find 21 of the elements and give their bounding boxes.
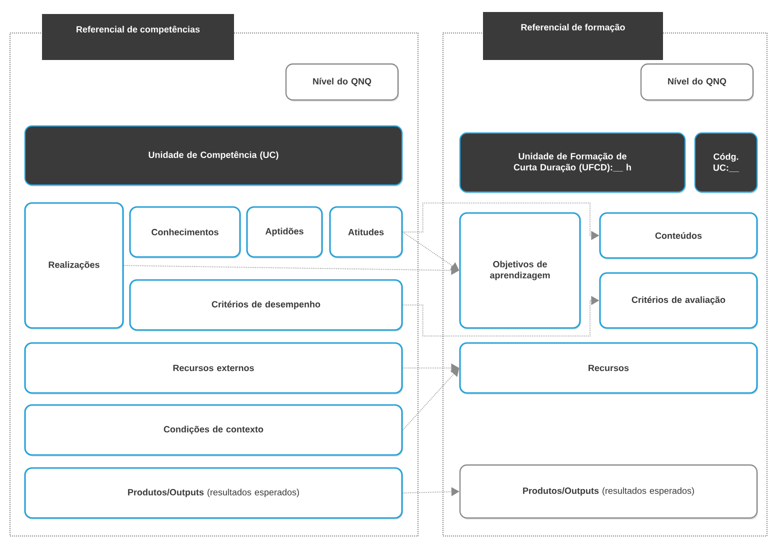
content-box: Conhecimentos [129, 206, 241, 258]
content-box: Produtos/Outputs (resultados esperados) [24, 467, 403, 520]
content-box: Condições de contexto [24, 404, 403, 456]
header-box: Unidade de Competência (UC) [24, 125, 403, 186]
header-box: Códg. UC:__ [694, 132, 758, 194]
node-label: Referencial de competências [76, 26, 200, 34]
label-box: Nível do QNQ [640, 63, 754, 102]
content-box: Critérios de desempenho [129, 279, 403, 332]
content-box: Aptidões [246, 206, 323, 258]
label-box: Produtos/Outputs (resultados esperados) [459, 464, 758, 520]
content-box: Atitudes [329, 206, 403, 258]
arrow [402, 368, 460, 430]
content-box: Recursos [459, 342, 758, 394]
label-box: Nível do QNQ [285, 63, 399, 102]
content-box: Realizações [24, 202, 124, 330]
content-box: Recursos externos [24, 342, 403, 394]
node-label: Referencial de formação [521, 24, 625, 32]
content-box: Objetivos de aprendizagem [459, 212, 581, 330]
content-box: Conteúdos [599, 212, 758, 260]
content-box: Critérios de avaliação [599, 272, 758, 330]
header-box: Unidade de Formação de Curta Duração (UFCD):__ h [459, 132, 686, 194]
